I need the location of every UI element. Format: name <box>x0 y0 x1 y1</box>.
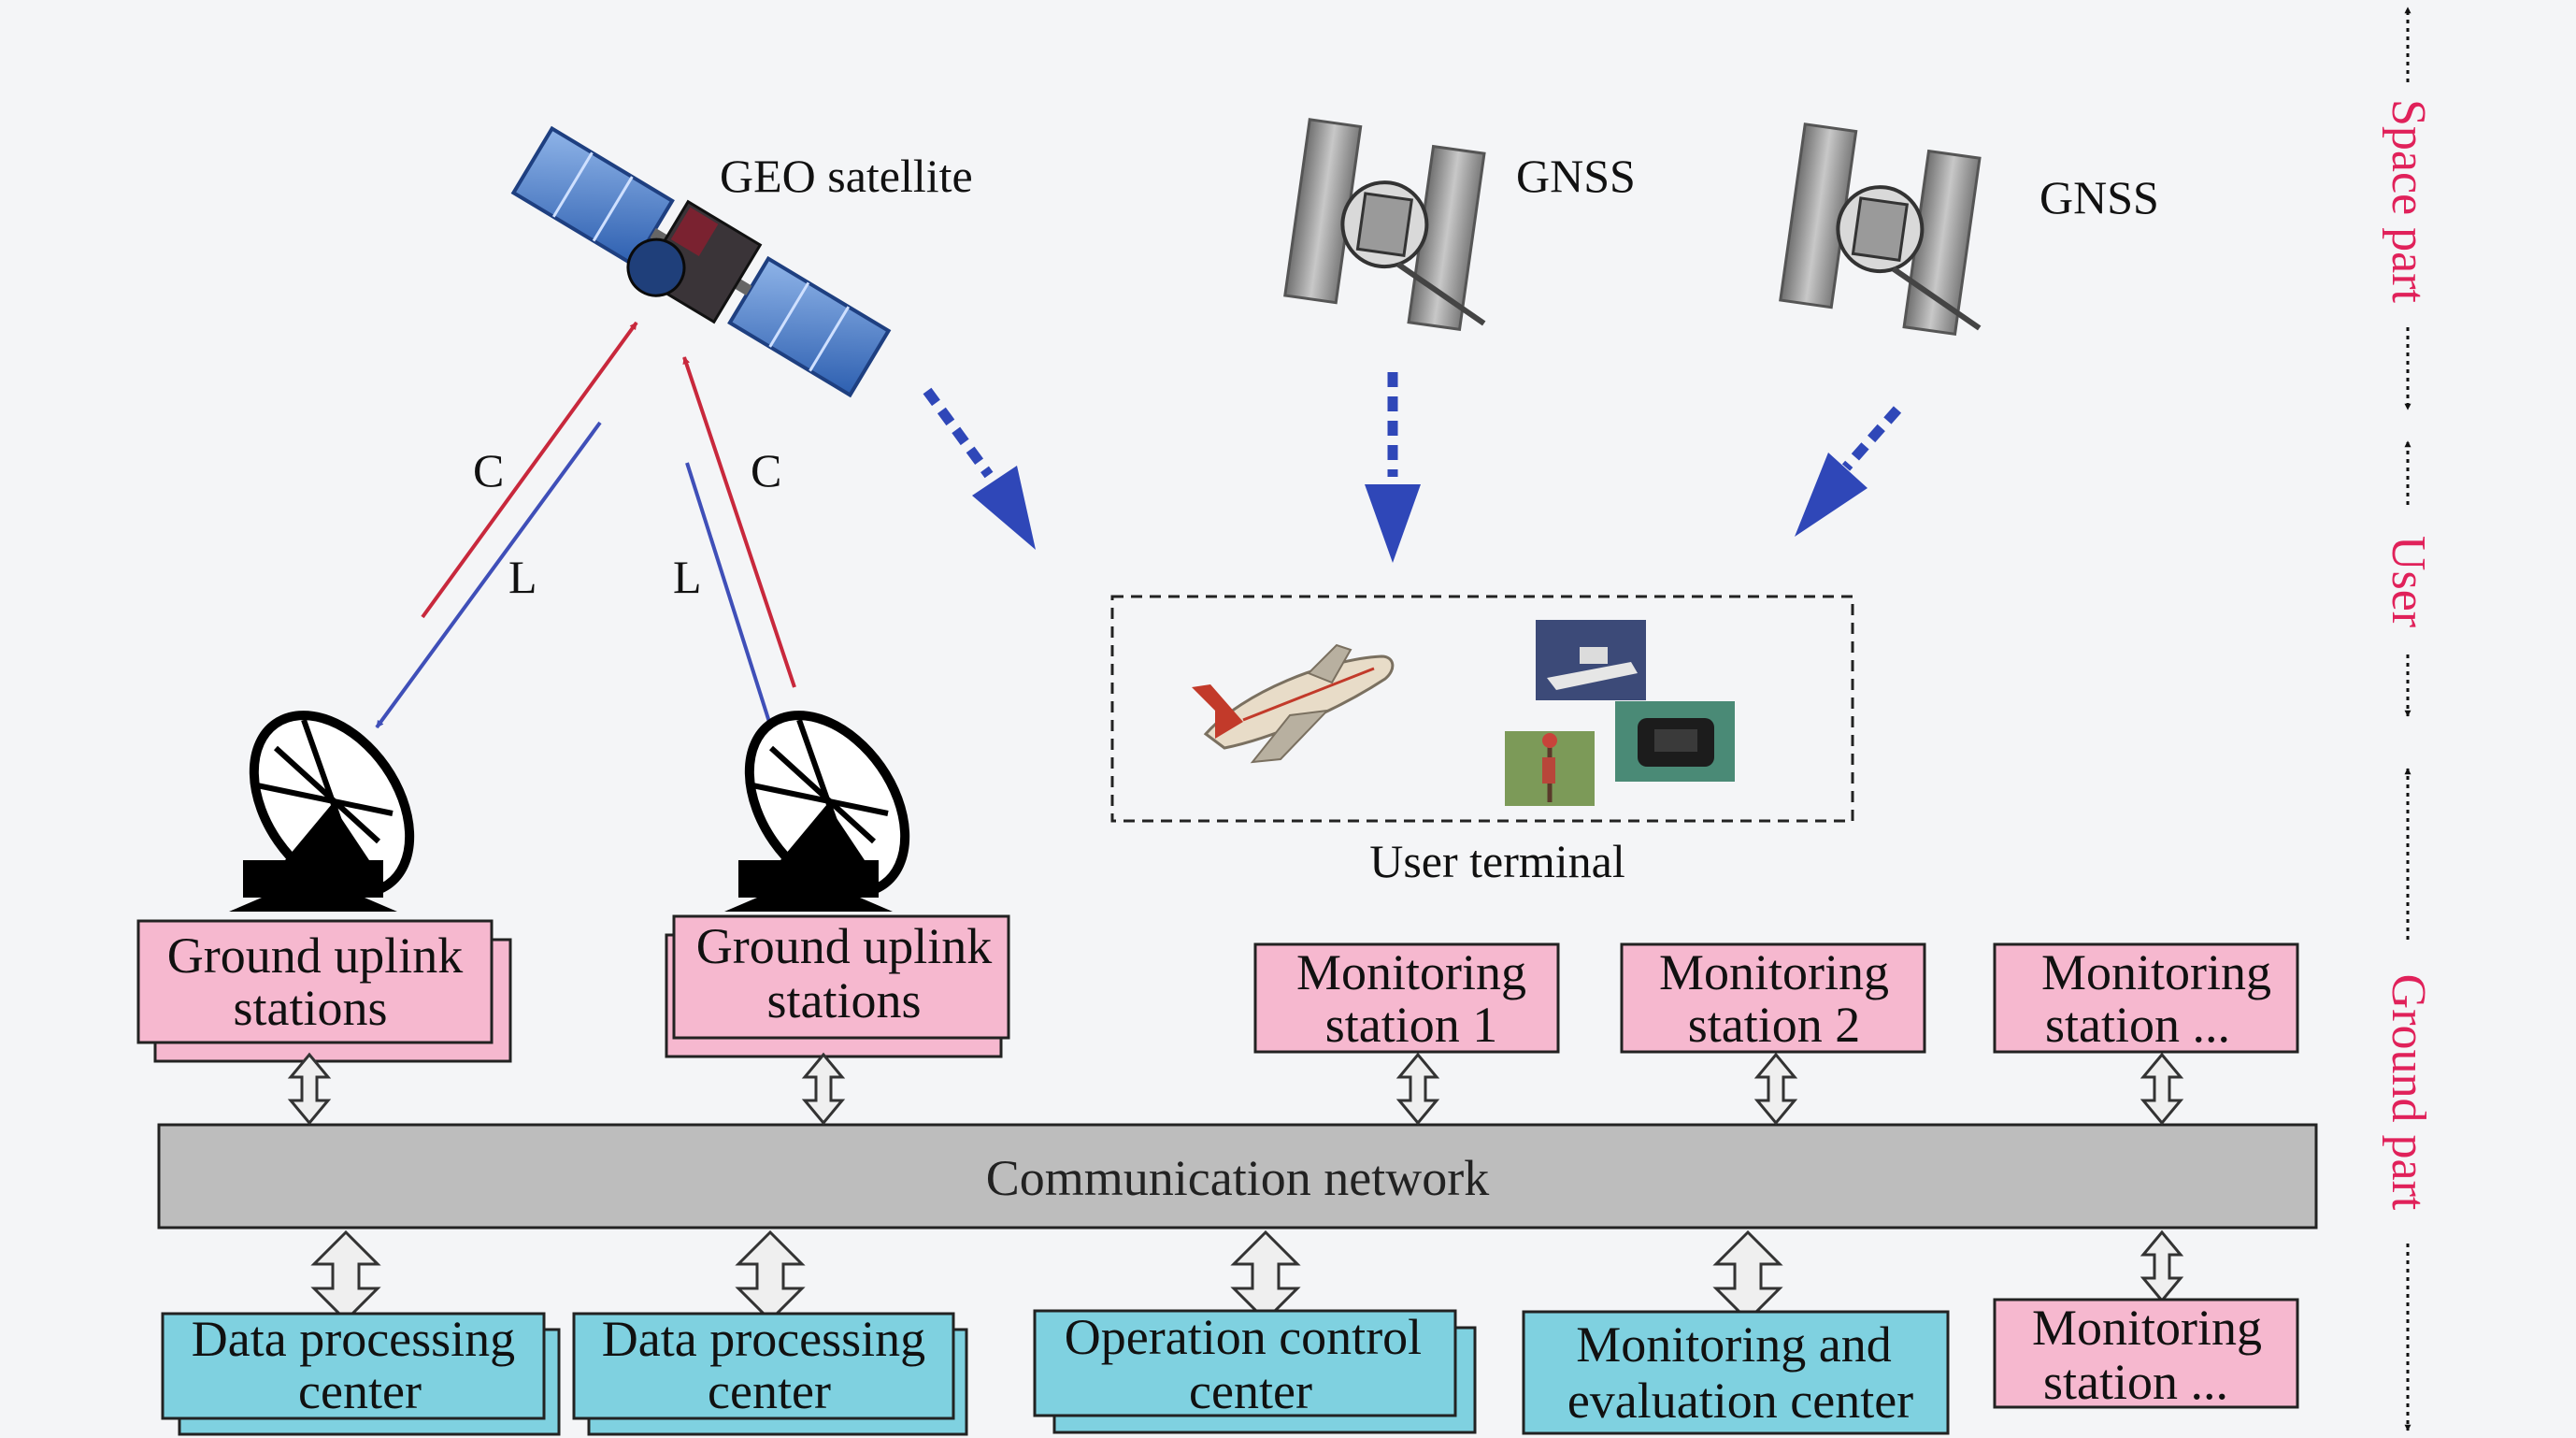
ground-uplink-station-line1: Ground uplink <box>696 918 993 974</box>
ground-uplink-station-box: Ground uplink stations <box>665 914 1010 1058</box>
operation-control-center-line2: center <box>1189 1363 1312 1419</box>
monitoring-station-line2: station 1 <box>1325 997 1498 1053</box>
satellite-dish-icon <box>724 711 910 912</box>
gnss-satellite-label-2: GNSS <box>2039 171 2159 223</box>
monitoring-station-box: Monitoring station 1 <box>1253 942 1560 1054</box>
gnss-satellite-label-1: GNSS <box>1516 150 1636 202</box>
user-label: User <box>2382 536 2435 627</box>
signal-arrow-geo-to-user <box>923 387 1036 550</box>
space-part-label: Space part <box>2382 99 2435 304</box>
connector-arrow <box>2140 1052 2184 1126</box>
user-range: User <box>2382 440 2435 717</box>
connector-arrow <box>1230 1229 1301 1323</box>
airplane-icon <box>1192 643 1395 764</box>
geo-satellite-icon <box>510 125 892 398</box>
user-terminal-label: User terminal <box>1369 835 1625 887</box>
monitoring-station-box: Monitoring station 2 <box>1620 942 1926 1054</box>
satellite-dish-icon <box>229 711 415 912</box>
monitoring-station-line2: station 2 <box>1688 997 1861 1053</box>
monitoring-station-line1: Monitoring <box>1296 944 1526 1000</box>
ground-uplink-station-line1: Ground uplink <box>167 928 464 984</box>
connector-arrow <box>310 1229 381 1323</box>
monitoring-station-line1: Monitoring <box>1659 944 1889 1000</box>
monitoring-evaluation-center-line1: Monitoring and <box>1576 1316 1891 1373</box>
data-processing-center-line1: Data processing <box>192 1311 515 1367</box>
user-terminal-frame <box>1110 595 1854 823</box>
geo-satellite-label: GEO satellite <box>720 150 973 202</box>
communication-network-bar: Communication network <box>157 1123 2318 1229</box>
link-label-l-left: L <box>508 551 537 603</box>
ship-icon <box>1536 620 1646 700</box>
connector-arrow <box>287 1052 332 1126</box>
gnss-satellite-icon <box>1779 122 1982 337</box>
operation-control-center-line1: Operation control <box>1065 1309 1422 1365</box>
signal-arrow-gnss1-to-user <box>1365 372 1421 563</box>
monitoring-station-line1: Monitoring <box>2041 944 2271 1000</box>
data-processing-center-line2: center <box>298 1363 422 1419</box>
space-part-range: Space part <box>2382 7 2435 410</box>
monitoring-evaluation-center-box: Monitoring and evaluation center <box>1522 1310 1950 1435</box>
ground-uplink-station-box: Ground uplink stations <box>136 919 512 1063</box>
data-processing-center-box: Data processing center <box>161 1311 561 1436</box>
connector-arrow <box>1712 1229 1783 1323</box>
connector-arrow <box>801 1052 846 1126</box>
data-processing-center-box: Data processing center <box>572 1311 968 1436</box>
connector-arrow <box>735 1229 806 1323</box>
gnss-receiver-icon <box>1615 701 1735 782</box>
ground-part-range: Ground part <box>2382 768 2435 1431</box>
monitoring-station-line2: station ... <box>2043 1354 2228 1410</box>
operation-control-center-box: Operation control center <box>1033 1309 1477 1434</box>
gnss-satellite-icon <box>1283 118 1486 332</box>
link-label-c-left: C <box>473 444 504 496</box>
monitoring-station-line1: Monitoring <box>2032 1300 2262 1356</box>
ground-uplink-station-line2: stations <box>766 972 921 1028</box>
connector-arrow <box>2140 1229 2184 1303</box>
monitoring-station-box: Monitoring station ... <box>1993 942 2299 1054</box>
surveyor-icon <box>1505 731 1595 806</box>
downlink-l-left <box>375 421 602 729</box>
connector-arrow <box>1395 1052 1440 1126</box>
data-processing-center-line2: center <box>708 1363 831 1419</box>
monitoring-station-line2: station ... <box>2045 997 2230 1053</box>
ground-uplink-station-line2: stations <box>233 980 387 1036</box>
uplink-c-left <box>421 321 638 619</box>
ground-part-label: Ground part <box>2382 974 2435 1211</box>
uplink-c-right <box>682 356 796 688</box>
link-label-c-right: C <box>751 444 781 496</box>
monitoring-evaluation-center-line2: evaluation center <box>1567 1373 1913 1429</box>
monitoring-station-box: Monitoring station ... <box>1993 1298 2299 1410</box>
signal-arrow-gnss2-to-user <box>1795 406 1902 537</box>
communication-network-label: Communication network <box>986 1150 1489 1206</box>
link-label-l-right: L <box>673 551 702 603</box>
data-processing-center-line1: Data processing <box>602 1311 925 1367</box>
connector-arrow <box>1753 1052 1798 1126</box>
